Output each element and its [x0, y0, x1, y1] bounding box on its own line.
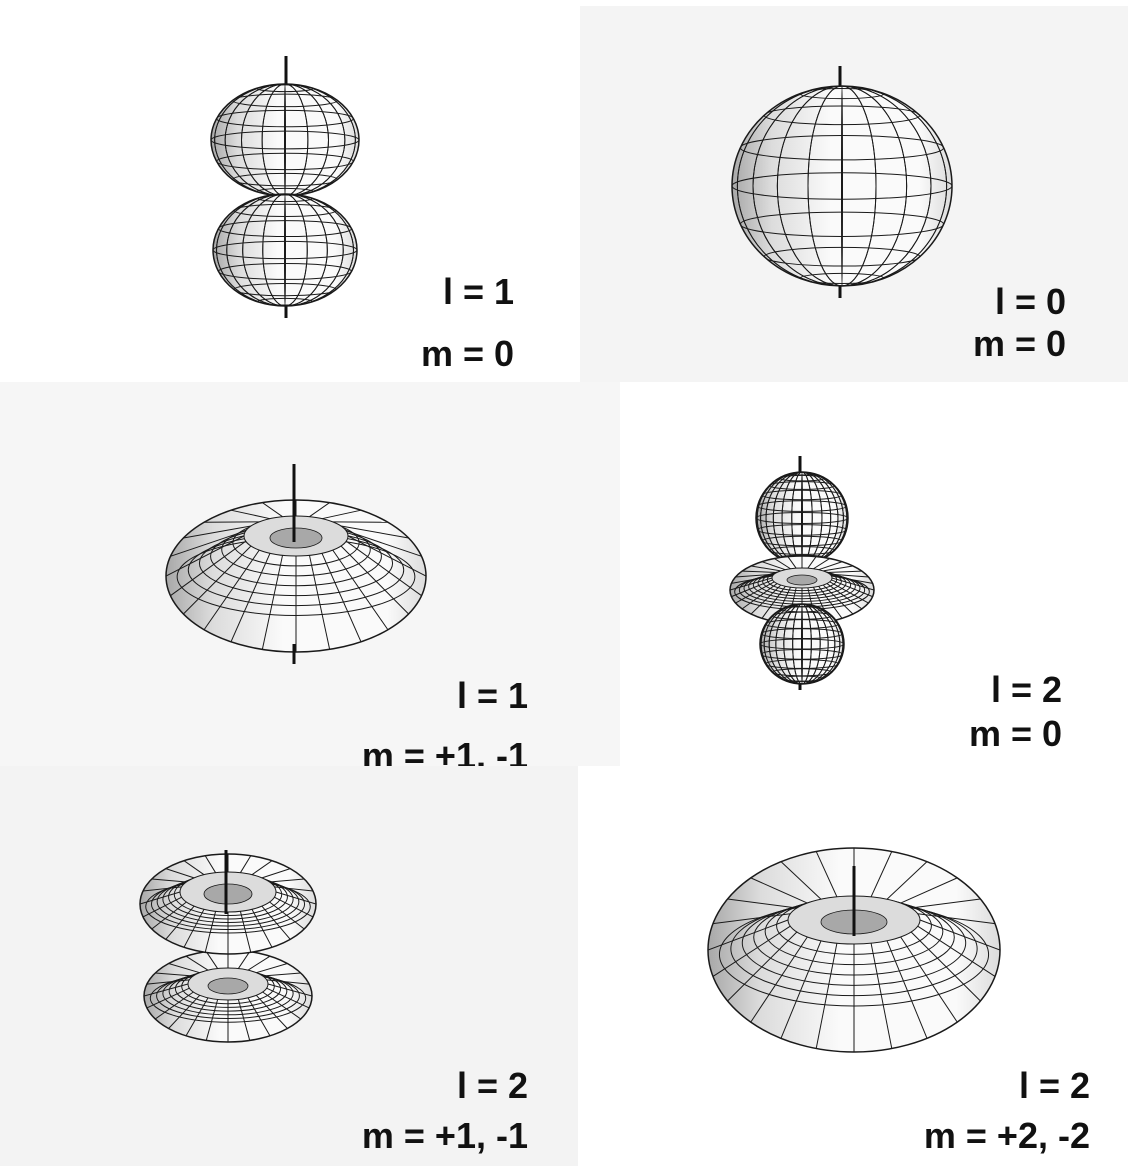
- l-quantum-label: l = 0: [994, 281, 1066, 322]
- m-quantum-label: m = 0: [972, 323, 1066, 364]
- orbital-flat-torus: [0, 382, 620, 766]
- l-quantum-label: l = 2: [990, 669, 1062, 710]
- l-quantum-label: l = 1: [442, 271, 514, 312]
- orbital-sphere: [580, 6, 1128, 382]
- panel-l1-m1: l = 1 m = +1, -1: [0, 382, 620, 766]
- m-quantum-label: m = 0: [968, 713, 1062, 754]
- panel-l0-m0: l = 0 m = 0: [580, 6, 1128, 382]
- panel-l2-m0: l = 2 m = 0: [620, 382, 1128, 766]
- orbital-wide-torus: [578, 766, 1128, 1166]
- panel-l1-m0: l = 1 m = 0: [0, 0, 580, 382]
- l-quantum-label: l = 2: [1018, 1065, 1090, 1106]
- m-quantum-label: m = +1, -1: [361, 1115, 528, 1156]
- panel-l2-m2: l = 2 m = +2, -2: [578, 766, 1128, 1166]
- l-quantum-label: l = 2: [456, 1065, 528, 1106]
- orbital-lobes-vertical: [0, 0, 580, 382]
- m-quantum-label: m = +2, -2: [923, 1115, 1090, 1156]
- m-quantum-label: m = +1, -1: [361, 735, 528, 767]
- orbital-lobes-with-ring: [620, 382, 1128, 766]
- m-quantum-label: m = 0: [420, 333, 514, 374]
- orbital-double-torus: [0, 766, 578, 1166]
- panel-l2-m1: l = 2 m = +1, -1: [0, 766, 578, 1166]
- l-quantum-label: l = 1: [456, 675, 528, 716]
